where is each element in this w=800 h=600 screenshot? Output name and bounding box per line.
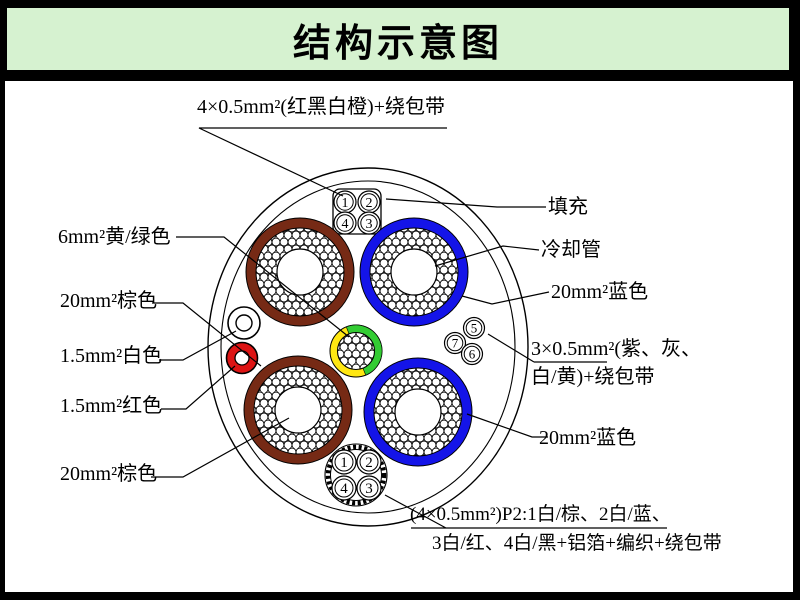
wire-number: 3 — [365, 481, 373, 497]
leader-brown-bottom — [151, 417, 290, 478]
wire-number: 5 — [471, 321, 478, 336]
bottom-p2-wires: 1 2 4 3 — [331, 449, 382, 501]
leader-red-wire — [161, 365, 236, 410]
wire-number: 7 — [452, 336, 459, 351]
wire-number: 2 — [366, 196, 373, 211]
label-red-wire: 1.5mm²红色 — [60, 395, 163, 417]
cooling-tube-bottom-left — [274, 386, 322, 434]
leader-earth-wire — [176, 236, 350, 338]
conductor-blue-bottom-right — [363, 357, 473, 467]
wire-number: 1 — [340, 455, 348, 471]
label-p2-line1: (4×0.5mm²)P2:1白/棕、2白/蓝、 — [410, 504, 671, 525]
leader-cooling-tube — [434, 245, 540, 267]
cooling-tube-bottom-right — [394, 388, 442, 436]
leader-white-wire — [159, 330, 237, 361]
wire-number: 2 — [365, 455, 373, 471]
wire-number: 1 — [342, 196, 349, 211]
wire-number: 3 — [366, 217, 373, 232]
conductor-brown-top-left — [245, 217, 355, 327]
leader-blue-top — [461, 291, 550, 305]
leader-top-quad — [198, 127, 447, 197]
label-p2-line2: 3白/红、4白/黑+铝箔+编织+绕包带 — [432, 533, 722, 554]
conductor-brown-bottom-left — [243, 355, 353, 465]
wire-white-1-5 — [227, 306, 261, 340]
leader-brown-top — [152, 302, 262, 367]
label-trio-line2: 白/黄)+绕包带 — [531, 366, 655, 388]
leader-blue-bottom — [466, 413, 548, 438]
label-white-wire: 1.5mm²白色 — [60, 345, 163, 367]
label-blue-bottom: 20mm²蓝色 — [539, 427, 637, 449]
cooling-tube-top-right — [390, 248, 438, 296]
label-filler: 填充 — [548, 196, 588, 218]
frame-accent-left — [0, 73, 38, 82]
earth-wire-yellow-green — [329, 324, 383, 378]
leader-lines — [151, 127, 667, 529]
frame-accent-right — [776, 71, 800, 81]
wire-number: 6 — [469, 347, 476, 362]
label-trio-line1: 3×0.5mm²(紫、灰、 — [531, 338, 702, 360]
top-quad-wires: 1 2 4 3 — [333, 190, 381, 235]
title-bar: 结构示意图 — [5, 6, 791, 72]
slide-title: 结构示意图 — [292, 22, 503, 65]
label-cooling-tube: 冷却管 — [541, 239, 601, 261]
label-blue-top: 20mm²蓝色 — [551, 281, 649, 303]
label-brown-top: 20mm²棕色 — [60, 290, 158, 312]
right-trio-wires: 5 7 6 — [443, 316, 486, 366]
wire-number: 4 — [342, 217, 349, 232]
wire-red-1-5 — [225, 341, 259, 375]
leader-filler — [385, 198, 546, 208]
leader-trio — [487, 333, 607, 363]
wire-number: 4 — [340, 481, 348, 497]
label-top-quad: 4×0.5mm²(红黑白橙)+绕包带 — [197, 96, 445, 118]
leader-p2-group — [384, 494, 667, 529]
cooling-tube-top-left — [276, 248, 324, 296]
conductor-blue-top-right — [359, 217, 469, 327]
label-brown-bottom: 20mm²棕色 — [60, 463, 158, 485]
label-earth-wire: 6mm²黄/绿色 — [58, 226, 171, 248]
